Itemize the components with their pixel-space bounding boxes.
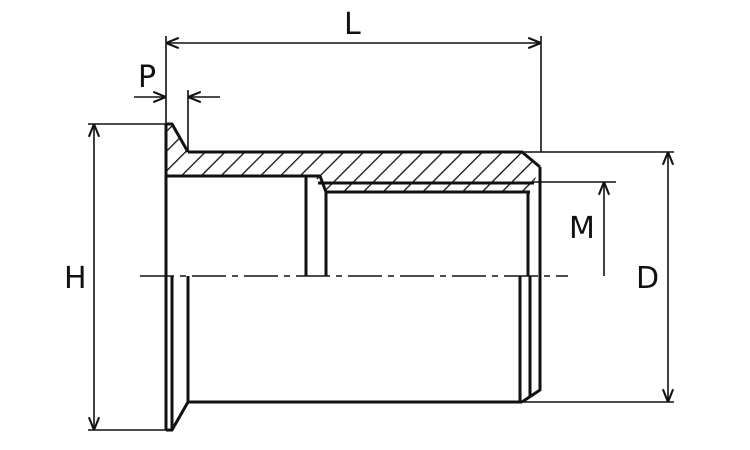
label-D: D (636, 261, 659, 296)
dimension-P: P (134, 60, 220, 152)
label-P: P (138, 60, 156, 95)
label-L: L (344, 7, 361, 42)
dimension-D: D (522, 151, 674, 403)
label-H: H (64, 261, 87, 296)
dimension-H: H (64, 123, 166, 431)
label-M: M (569, 211, 595, 246)
dimension-M: M (534, 181, 616, 276)
dimension-L: L (165, 7, 542, 152)
part-outline (164, 122, 542, 432)
